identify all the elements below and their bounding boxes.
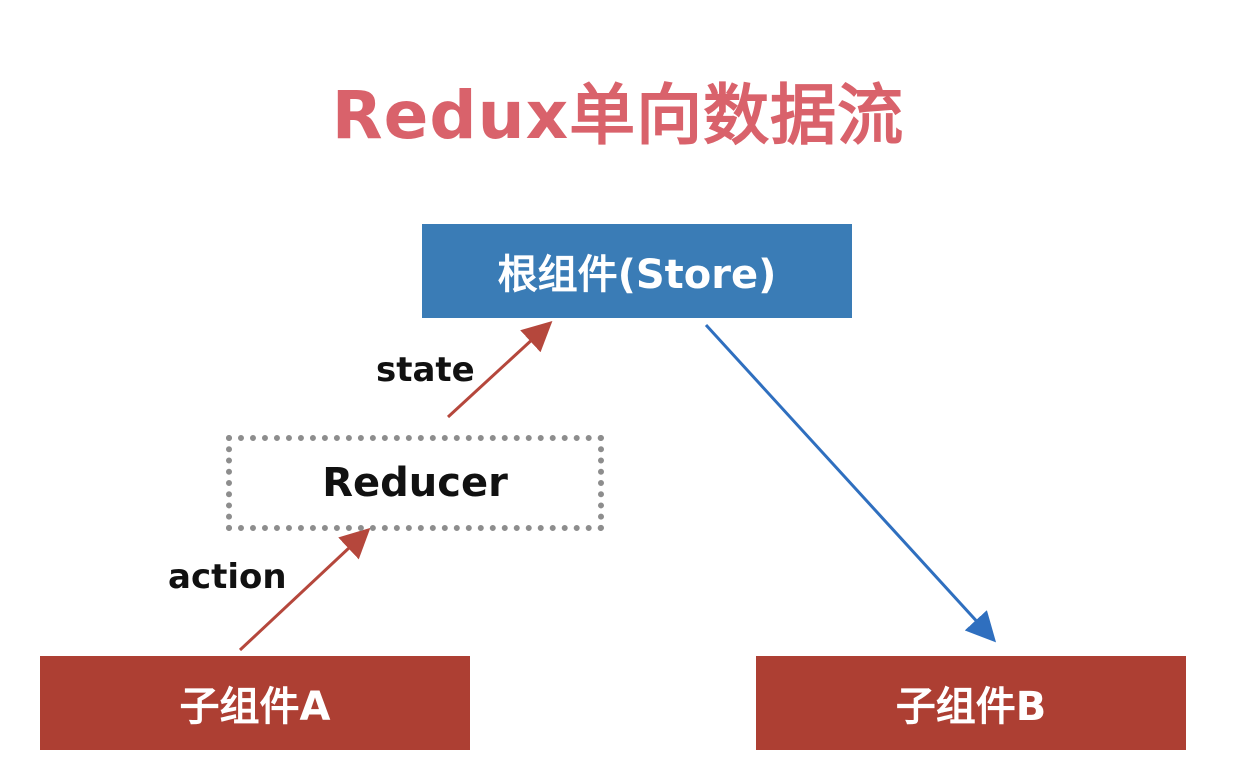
- reducer-node-label: Reducer: [322, 460, 508, 506]
- action-arrow: [238, 527, 371, 652]
- child-a-node: 子组件A: [40, 656, 470, 750]
- child-b-node-label: 子组件B: [895, 684, 1047, 730]
- store-to-child-b-arrow: [704, 323, 997, 643]
- state-arrow: [446, 320, 553, 419]
- store-node: 根组件(Store): [422, 224, 852, 318]
- store-node-label: 根组件(Store): [497, 252, 777, 298]
- child-a-node-label: 子组件A: [179, 684, 331, 730]
- child-b-node: 子组件B: [756, 656, 1186, 750]
- reducer-node: Reducer: [226, 435, 604, 531]
- page-title: Redux单向数据流: [331, 77, 905, 154]
- state-edge-label: state: [376, 350, 475, 390]
- action-edge-label: action: [168, 557, 287, 597]
